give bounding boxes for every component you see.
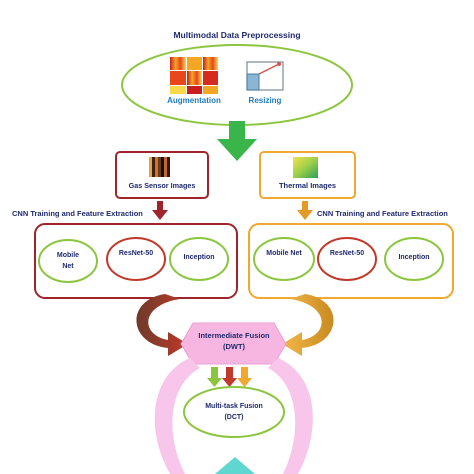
thermal-box-label: Thermal Images bbox=[278, 181, 337, 190]
right-model-1-label: Mobile Net bbox=[266, 250, 302, 257]
thermal-image bbox=[293, 157, 318, 178]
resizing-icon bbox=[246, 61, 284, 91]
left-model-1-label: Mobile Net bbox=[56, 252, 80, 270]
gold-down-arrow bbox=[297, 201, 313, 220]
right-model-mobilenet bbox=[253, 237, 315, 281]
green-down-arrow bbox=[217, 121, 257, 161]
left-curved-arrow bbox=[136, 294, 188, 356]
gas-box-label: Gas Sensor Images bbox=[128, 181, 196, 190]
fusion-dct-label: Multi-task Fusion (DCT) bbox=[205, 403, 263, 421]
augmentation-image bbox=[170, 57, 218, 94]
right-curved-arrow bbox=[282, 294, 334, 356]
left-cnn-title: CNN Training and Feature Extraction bbox=[12, 209, 143, 218]
brown-small-arrow bbox=[222, 367, 237, 387]
left-model-mobilenet bbox=[38, 239, 98, 283]
red-down-arrow bbox=[152, 201, 168, 220]
right-model-2-label: ResNet-50 bbox=[329, 250, 365, 257]
right-pink-arc bbox=[268, 358, 313, 474]
augmentation-label: Augmentation bbox=[167, 96, 221, 105]
right-model-inception bbox=[384, 237, 444, 281]
left-model-resnet bbox=[106, 237, 166, 281]
green-small-arrow bbox=[207, 367, 222, 387]
right-model-3-label: Inception bbox=[398, 254, 430, 261]
left-pink-arc bbox=[154, 358, 200, 474]
left-model-2-label: ResNet-50 bbox=[118, 250, 154, 257]
resizing-label: Resizing bbox=[248, 96, 282, 105]
right-model-resnet bbox=[317, 237, 377, 281]
left-model-3-label: Inception bbox=[183, 254, 215, 261]
gold-small-arrow bbox=[237, 367, 252, 387]
right-cnn-title: CNN Training and Feature Extraction bbox=[317, 209, 448, 218]
preprocessing-ellipse bbox=[121, 44, 353, 126]
top-title: Multimodal Data Preprocessing bbox=[173, 30, 301, 40]
multi-task-fusion-ellipse bbox=[183, 386, 285, 438]
gas-sensor-image bbox=[149, 157, 170, 177]
fusion-dwt-label: Intermediate Fusion (DWT) bbox=[198, 331, 270, 351]
left-model-inception bbox=[169, 237, 229, 281]
bottom-cyan-triangle bbox=[215, 457, 255, 474]
